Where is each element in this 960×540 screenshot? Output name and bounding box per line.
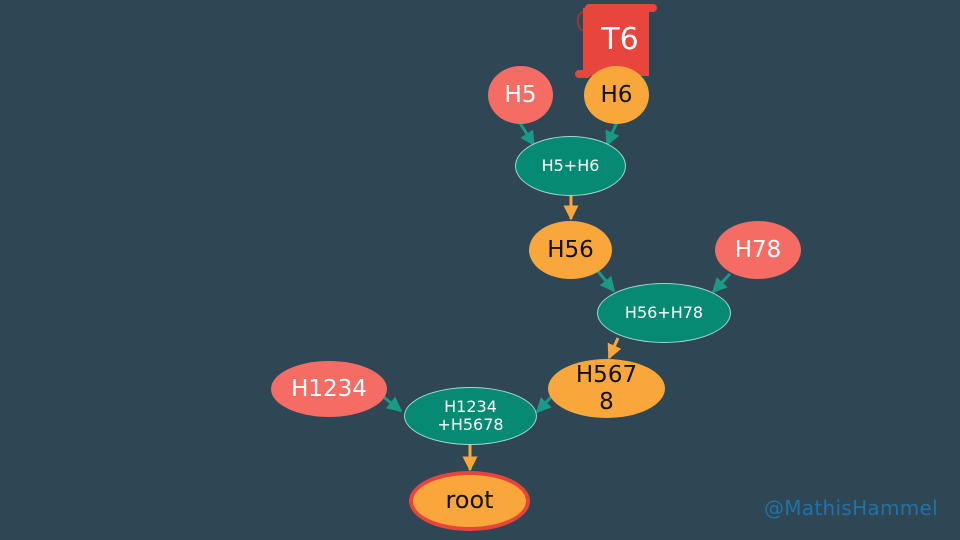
arrow-h56-to-h56h78 — [595, 269, 616, 293]
node-h1234-label: H1234 — [291, 375, 367, 402]
node-h1234-h5678-label: H1234 +H5678 — [437, 396, 504, 434]
node-h1234: H1234 — [271, 361, 387, 417]
node-h1234-h5678: H1234 +H5678 — [404, 387, 537, 445]
node-h5678-label: H567 8 — [575, 362, 638, 415]
node-h56: H56 — [529, 221, 612, 279]
node-h56-label: H56 — [547, 236, 594, 263]
arrow-h6-to-h5h6 — [605, 121, 620, 147]
author-watermark: @MathisHammel — [763, 496, 938, 520]
node-h56-h78: H56+H78 — [597, 283, 731, 343]
node-h6: H6 — [584, 66, 649, 124]
node-h78: H78 — [715, 221, 801, 279]
arrow-h5678-to-combine — [535, 394, 554, 414]
node-h5678: H567 8 — [548, 359, 665, 418]
arrow-h5-to-h5h6 — [516, 119, 536, 147]
scroll-label: T6 — [601, 21, 639, 57]
node-root-label: root — [445, 486, 494, 515]
arrow-h56h78-to-h5678 — [607, 337, 622, 360]
node-h5-h6-label: H5+H6 — [541, 155, 600, 175]
node-h5-h6: H5+H6 — [515, 136, 626, 196]
node-h6-label: H6 — [600, 81, 633, 108]
node-h78-label: H78 — [734, 236, 782, 263]
arrow-h78-to-h56h78 — [711, 272, 732, 294]
scroll-icon — [575, 4, 657, 78]
node-h5: H5 — [488, 66, 553, 124]
node-root: root — [409, 471, 530, 531]
node-h5-label: H5 — [504, 81, 537, 108]
node-h56-h78-label: H56+H78 — [624, 302, 704, 322]
